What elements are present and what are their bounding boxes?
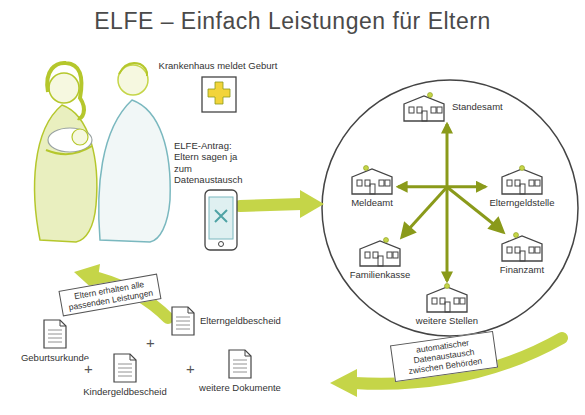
parents-figure [35,63,171,242]
exchange-arrow [446,124,449,281]
document-icon [112,352,138,384]
node-label: Krankenhaus meldet Geburt [157,60,280,71]
plus-sign: + [84,360,93,378]
authority-node: weitere Stellen [414,283,480,326]
building-icon [423,283,471,313]
authority-node: Meldeamt [348,165,396,208]
node-label: Standesamt [450,101,505,112]
building-icon [348,165,396,195]
document-node: Kindergeldbescheid [81,352,168,397]
building-icon [498,232,546,262]
exchange-star [402,187,503,237]
exchange-arrow [398,185,486,188]
building-icon [400,92,448,122]
plus-sign: + [186,360,195,378]
building-icon [498,165,546,195]
hospital-icon [196,73,240,113]
node-label: weitere Stellen [414,315,480,326]
authority-node: Standesamt [400,92,505,122]
plus-sign: + [146,334,155,352]
authority-node: Familienkasse [348,237,413,280]
authority-node: Elterngeldstelle [488,165,557,208]
node-label: Finanzamt [498,264,546,275]
node-label: Geburtsurkunde [19,352,91,363]
document-icon [227,348,253,380]
node-label: Elterngeldbescheid [198,315,283,326]
title: ELFE – Einfach Leistungen für Eltern [0,8,585,35]
building-icon [356,237,404,267]
node-label: weitere Dokumente [197,382,283,393]
authority-circle [322,80,578,336]
node-label: Kindergeldbescheid [81,386,168,397]
node-label: Elterngeldstelle [488,197,557,208]
authority-node: Finanzamt [498,232,546,275]
authority-node: ELFE-Antrag: Eltern sagen ja zum Datenau… [172,140,250,252]
document-icon [42,318,68,350]
document-icon [170,305,196,337]
document-node: Elterngeldbescheid [170,305,283,337]
node-label: Meldeamt [349,197,395,208]
authority-node: Krankenhaus meldet Geburt [157,60,280,113]
node-label: Familienkasse [348,269,413,280]
phone-icon [202,188,240,252]
document-node: Geburtsurkunde [19,318,91,363]
document-node: weitere Dokumente [197,348,283,393]
node-label: ELFE-Antrag: Eltern sagen ja zum Datenau… [172,140,250,186]
